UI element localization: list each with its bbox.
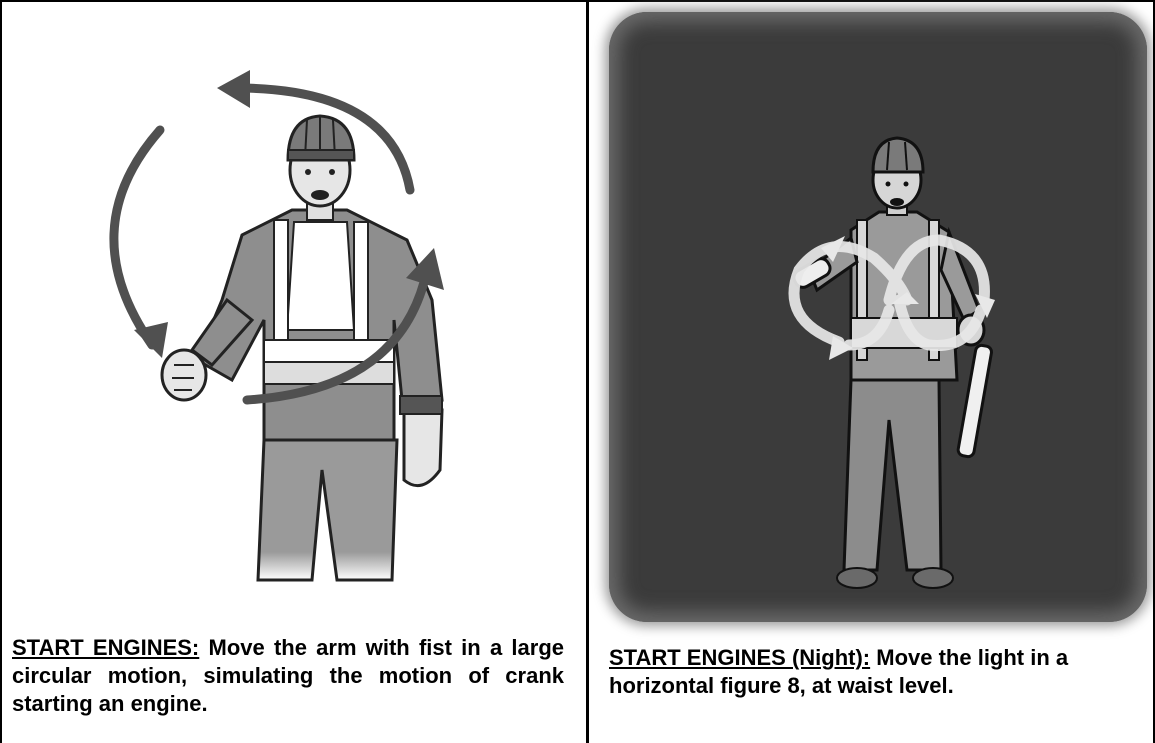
night-signal-illustration [589,0,1153,630]
night-signal-caption: START ENGINES (Night): Move the light in… [609,644,1149,700]
night-signal-title: START ENGINES (Night): [609,645,870,670]
day-signal-caption: START ENGINES: Move the arm with fist in… [12,634,564,718]
marshaller-figure [162,116,442,486]
day-signal-panel: START ENGINES: Move the arm with fist in… [2,0,586,743]
day-signal-illustration [2,0,586,620]
day-signal-title: START ENGINES: [12,635,199,660]
marshaller-legs [258,440,397,580]
night-signal-panel: START ENGINES (Night): Move the light in… [589,0,1153,743]
marshaller-legs [837,380,953,588]
